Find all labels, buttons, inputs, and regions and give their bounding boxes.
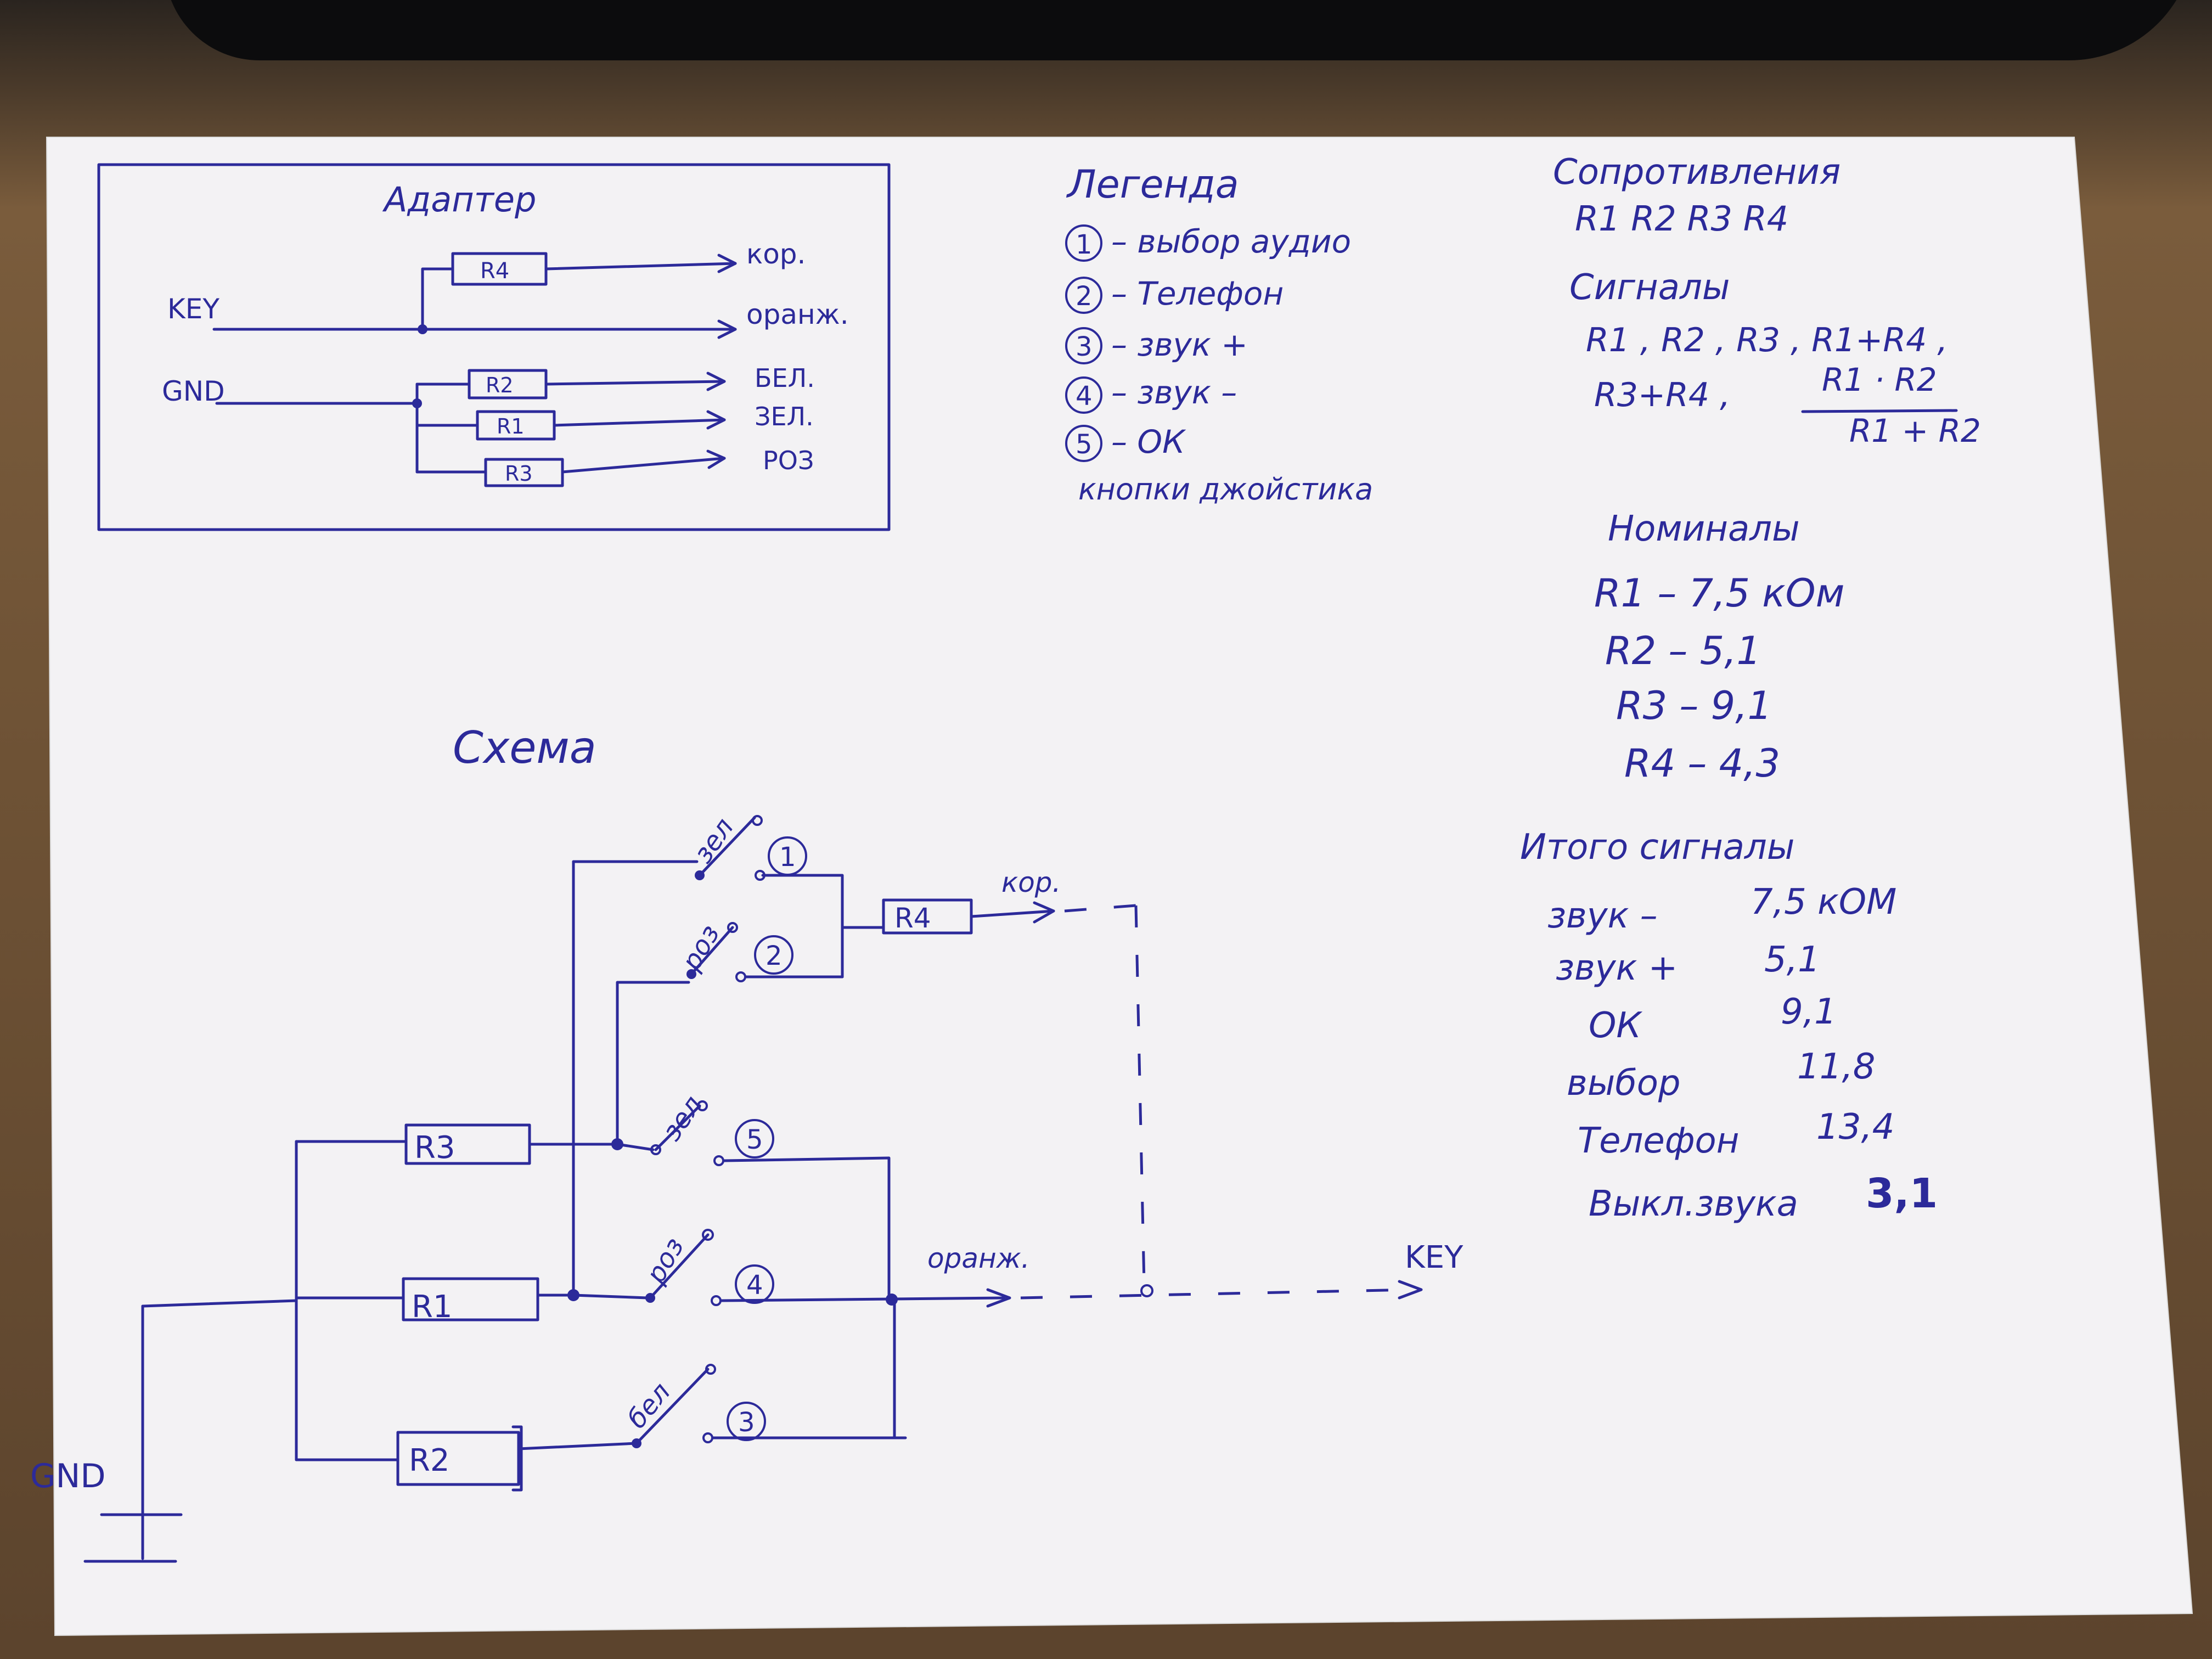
legend-title: Легенда bbox=[1066, 162, 1239, 207]
laptop-edge bbox=[165, 0, 2195, 60]
legend-item-5: – ОК bbox=[1111, 423, 1186, 460]
scheme-oranzh-label: оранж. bbox=[927, 1242, 1030, 1274]
nominals-section: Номиналы R1 – 7,5 кОм R2 – 5,1 R3 – 9,1 … bbox=[1594, 509, 1844, 786]
adapter-title: Адаптер bbox=[382, 179, 536, 220]
legend-num-1: 1 bbox=[1076, 229, 1093, 260]
adapter-wire-bel: БЕЛ. bbox=[755, 363, 815, 393]
scheme-key-label: KEY bbox=[1405, 1240, 1464, 1275]
total-value-2: 9,1 bbox=[1781, 992, 1837, 1032]
total-value-4: 13,4 bbox=[1816, 1107, 1895, 1148]
total-label-4: Телефон bbox=[1578, 1121, 1739, 1161]
scheme-switch-1-num: 1 bbox=[779, 842, 796, 873]
scheme-switch-3-num: 3 bbox=[738, 1407, 755, 1438]
nominal-r2: R2 – 5,1 bbox=[1605, 628, 1761, 673]
legend-num-4: 4 bbox=[1076, 381, 1093, 412]
nominal-r3: R3 – 9,1 bbox=[1616, 683, 1772, 728]
total-label-3: выбор bbox=[1567, 1063, 1681, 1104]
scheme-kor-label: кор. bbox=[1001, 867, 1061, 898]
adapter-r4-label: R4 bbox=[480, 258, 509, 284]
nominals-title: Номиналы bbox=[1608, 509, 1800, 549]
signals-title: Сигналы bbox=[1569, 267, 1730, 308]
signals-fraction-num: R1 · R2 bbox=[1822, 361, 1937, 398]
legend-item-2: – Телефон bbox=[1111, 275, 1284, 312]
legend-num-3: 3 bbox=[1076, 331, 1093, 362]
signals-fraction-den: R1 + R2 bbox=[1849, 412, 1981, 449]
total-label-1: звук + bbox=[1556, 948, 1678, 988]
adapter-key-label: KEY bbox=[167, 293, 219, 325]
total-label-0: звук – bbox=[1547, 896, 1658, 936]
scheme-r4-label: R4 bbox=[894, 902, 931, 934]
resistances-list: R1 R2 R3 R4 bbox=[1575, 199, 1788, 239]
totals-section: Итого сигналы звук – 7,5 кОМ звук + 5,1 … bbox=[1520, 827, 1938, 1224]
scheme-resistor-r2 bbox=[396, 1431, 520, 1486]
scheme-r3-label: R3 bbox=[414, 1130, 455, 1166]
total-value-3: 11,8 bbox=[1797, 1047, 1876, 1087]
adapter-gnd-label: GND bbox=[162, 375, 225, 407]
signals-line1: R1 , R2 , R3 , R1+R4 , bbox=[1586, 321, 1948, 359]
scheme-r1-label: R1 bbox=[412, 1289, 453, 1325]
signals-line2: R3+R4 , bbox=[1594, 376, 1730, 414]
scheme-switch-2-num: 2 bbox=[766, 941, 783, 971]
signals-section: Сигналы R1 , R2 , R3 , R1+R4 , R3+R4 , R… bbox=[1569, 267, 1981, 449]
adapter-r1-label: R1 bbox=[497, 414, 525, 438]
adapter-r3-label: R3 bbox=[505, 462, 533, 486]
scheme-gnd-label: GND bbox=[30, 1457, 106, 1495]
adapter-wire-kor: кор. bbox=[746, 238, 806, 270]
legend-num-2: 2 bbox=[1076, 281, 1093, 312]
legend-item-3: – звук + bbox=[1111, 326, 1248, 363]
legend-item-4: – звук – bbox=[1111, 374, 1237, 411]
total-value-1: 5,1 bbox=[1764, 940, 1820, 980]
scheme-r2-label: R2 bbox=[409, 1443, 450, 1478]
resistances-title: Сопротивления bbox=[1553, 152, 1840, 193]
scheme-switch-4-num: 4 bbox=[746, 1270, 763, 1301]
adapter-wire-oranzh: оранж. bbox=[746, 299, 849, 330]
total-label-2: ОК bbox=[1589, 1005, 1642, 1046]
legend-footer: кнопки джойстика bbox=[1078, 472, 1373, 507]
totals-title: Итого сигналы bbox=[1520, 827, 1794, 868]
scheme-resistor-r1 bbox=[402, 1277, 539, 1321]
legend-item-1: – выбор аудио bbox=[1111, 223, 1351, 260]
nominal-r4: R4 – 4,3 bbox=[1624, 741, 1780, 786]
scheme-title: Схема bbox=[453, 722, 596, 773]
adapter-r2-label: R2 bbox=[486, 373, 514, 397]
scheme-switch-5-num: 5 bbox=[746, 1124, 763, 1155]
total-value-5: 3,1 bbox=[1866, 1170, 1938, 1217]
adapter-wire-roz: РОЗ bbox=[763, 446, 814, 475]
adapter-wire-zel: ЗЕЛ. bbox=[755, 402, 814, 431]
total-label-5: Выкл.звука bbox=[1589, 1184, 1798, 1224]
resistances-section: Сопротивления R1 R2 R3 R4 bbox=[1553, 152, 1840, 239]
legend-num-5: 5 bbox=[1076, 429, 1093, 460]
adapter-box: Адаптер KEY R4 кор. оранж. GND R2 БЕЛ. R… bbox=[97, 163, 891, 531]
nominal-r1: R1 – 7,5 кОм bbox=[1594, 571, 1844, 616]
total-value-0: 7,5 кОМ bbox=[1751, 882, 1896, 923]
legend: Легенда 1 – выбор аудио 2 – Телефон 3 – … bbox=[1065, 162, 1373, 507]
